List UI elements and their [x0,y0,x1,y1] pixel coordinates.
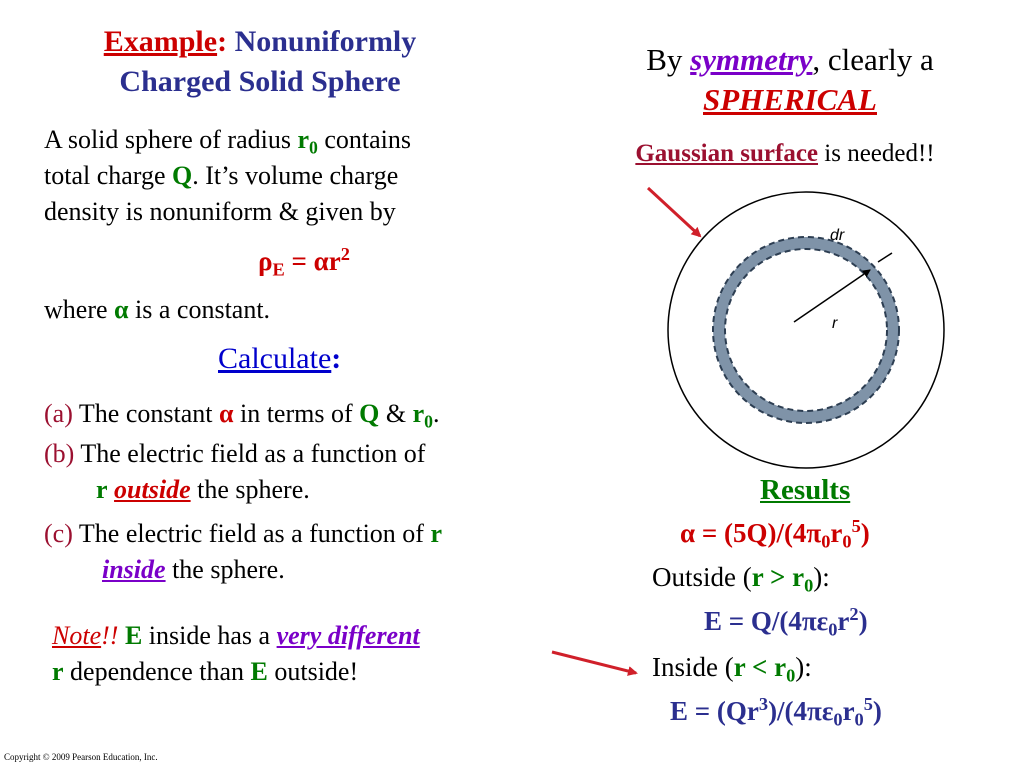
part-b-label: (b) [44,439,75,468]
gaussian-line: Gaussian surface is needed!! [635,140,935,167]
part-a: (a) The constant α in terms of Q & r0. [44,399,440,432]
outside-condition: Outside (r > r0): [652,562,830,596]
where-alpha: α [114,295,129,324]
outside-cond: r > r0 [751,562,814,596]
rho-symbol: ρE [258,246,285,280]
inside-condition: Inside (r < r0): [652,652,812,686]
note-very-different: very different [276,621,420,650]
E-outside-result: E = Q/(4πε0r2) [704,603,868,640]
gaussian-surface-label: Gaussian surface [635,140,819,167]
dr-label: dr [830,227,845,244]
dr-tick [877,252,893,263]
gaussian-arrow [646,186,702,238]
note-arrow [551,650,638,676]
note-r: r [52,657,64,686]
intro-r: r0 [297,125,318,158]
radius-arrow [793,269,871,323]
where-line: where α is a constant. [44,295,271,324]
shell-inner-dashes [724,248,888,412]
shell-outer-dashes [712,236,900,424]
rho-equation: ρE = αr2 [44,243,564,280]
symmetry-word: symmetry [690,42,813,77]
outer-sphere-circle [667,191,945,469]
intro-text-5: density is nonuniform & given by [44,197,396,226]
calculate-label: Calculate [218,342,332,375]
note-box: Note!! E inside has a very different r d… [52,621,420,686]
intro-text-4: . It’s volume charge [192,161,399,190]
part-c-label: (c) [44,519,73,548]
title-example: Example [103,25,218,58]
intro-text-1: A solid sphere of radius [44,125,291,154]
note-label: Note [52,621,102,650]
copyright-text: Copyright © 2009 Pearson Education, Inc. [4,752,158,762]
note-E2: E [250,657,268,686]
part-c: (c) The electric field as a function of … [44,519,442,584]
calculate-heading: Calculate: [218,342,342,375]
part-a-r: r0 [412,399,433,432]
part-a-Q: Q [359,399,380,428]
part-c-inside: inside [102,555,166,584]
shell-band [713,237,899,423]
slide-title: Example: Nonuniformly Charged Solid Sphe… [40,22,480,102]
title-line1: Nonuniformly [234,25,417,58]
results-heading: Results [760,474,851,506]
alpha-result: α = (5Q)/(4π0r05) [680,515,870,552]
title-colon: : [217,25,228,58]
inside-cond: r < r0 [733,652,796,686]
part-c-r: r [430,519,442,548]
part-a-alpha: α [218,399,234,428]
intro-Q: Q [172,161,193,190]
intro-paragraph: A solid sphere of radius r0 contains tot… [44,122,564,230]
part-a-label: (a) [44,399,73,428]
title-line2: Charged Solid Sphere [119,65,401,98]
E-inside-result: E = (Qr3)/(4πε0r05) [670,693,882,730]
note-E: E [124,621,143,650]
intro-text-2: contains [324,125,412,154]
r-label: r [832,315,838,332]
spherical-word: SPHERICAL [703,82,877,117]
intro-text-3: total charge [44,161,166,190]
symmetry-text: By symmetry, clearly a SPHERICAL [646,42,934,117]
rho-rhs: = αr2 [291,243,350,276]
part-b-outside: outside [114,475,191,504]
part-b-r: r [96,475,108,504]
part-b: (b) The electric field as a function of … [44,439,426,504]
